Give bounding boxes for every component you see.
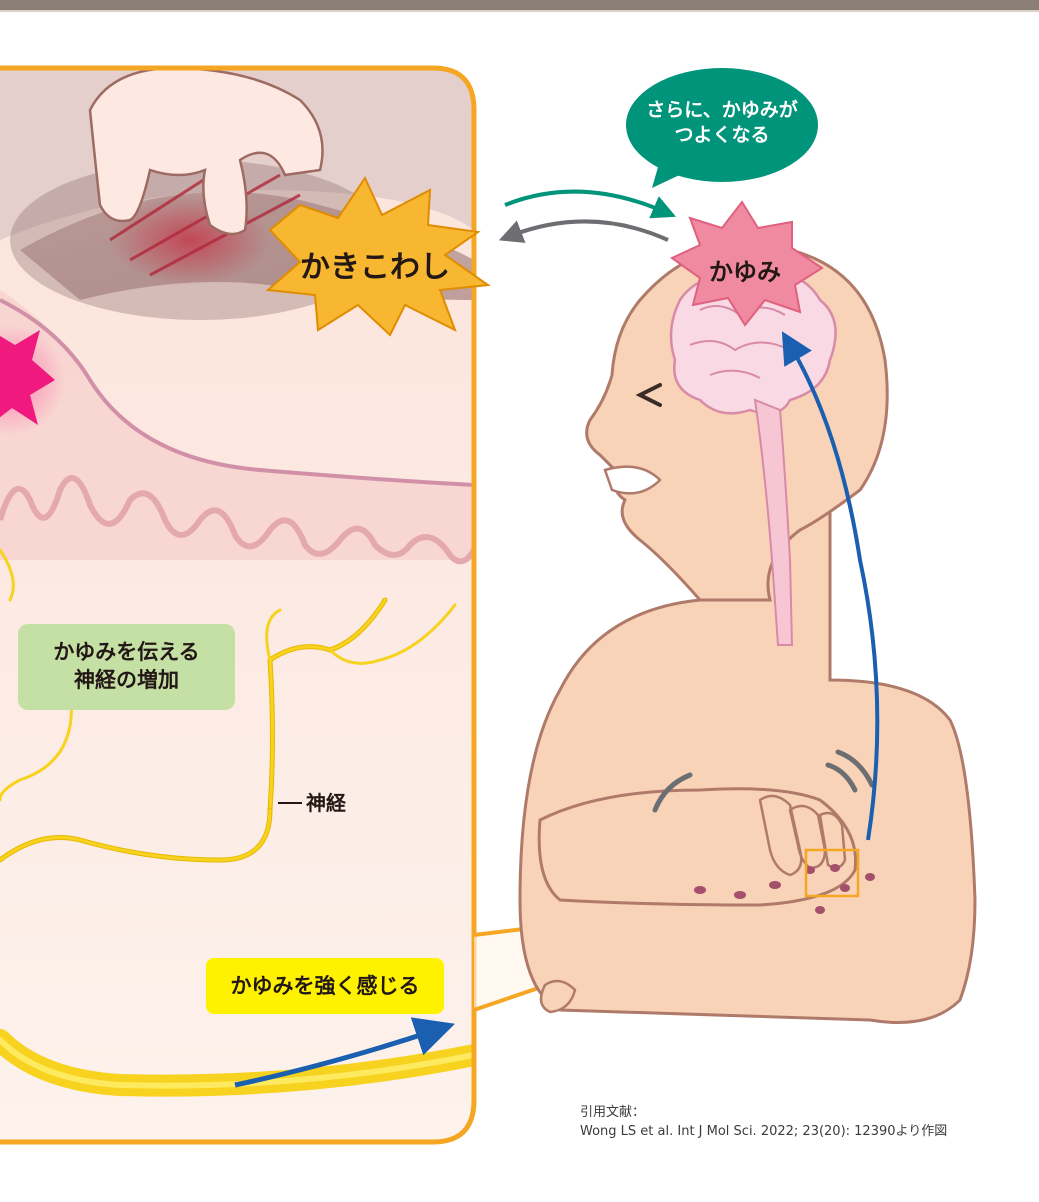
- itch-label: かゆみ: [690, 252, 800, 287]
- feel-strong-label: かゆみを強く感じる: [206, 972, 444, 1000]
- citation-heading: 引用文献：: [580, 1105, 645, 1120]
- person-figure: [520, 246, 975, 1023]
- nerve-label: 神経: [306, 790, 366, 817]
- nerve-increase-label: かゆみを伝える 神経の増加: [18, 638, 235, 695]
- citation: 引用文献： Wong LS et al. Int J Mol Sci. 2022…: [580, 1104, 947, 1142]
- arrow-scratch-to-itch: [505, 192, 665, 212]
- citation-text: Wong LS et al. Int J Mol Sci. 2022; 23(2…: [580, 1124, 947, 1139]
- speech-text: さらに、かゆみが つよくなる: [630, 98, 814, 147]
- scratch-label: かきこわし: [285, 242, 465, 286]
- arrow-itch-to-scratch: [510, 221, 668, 240]
